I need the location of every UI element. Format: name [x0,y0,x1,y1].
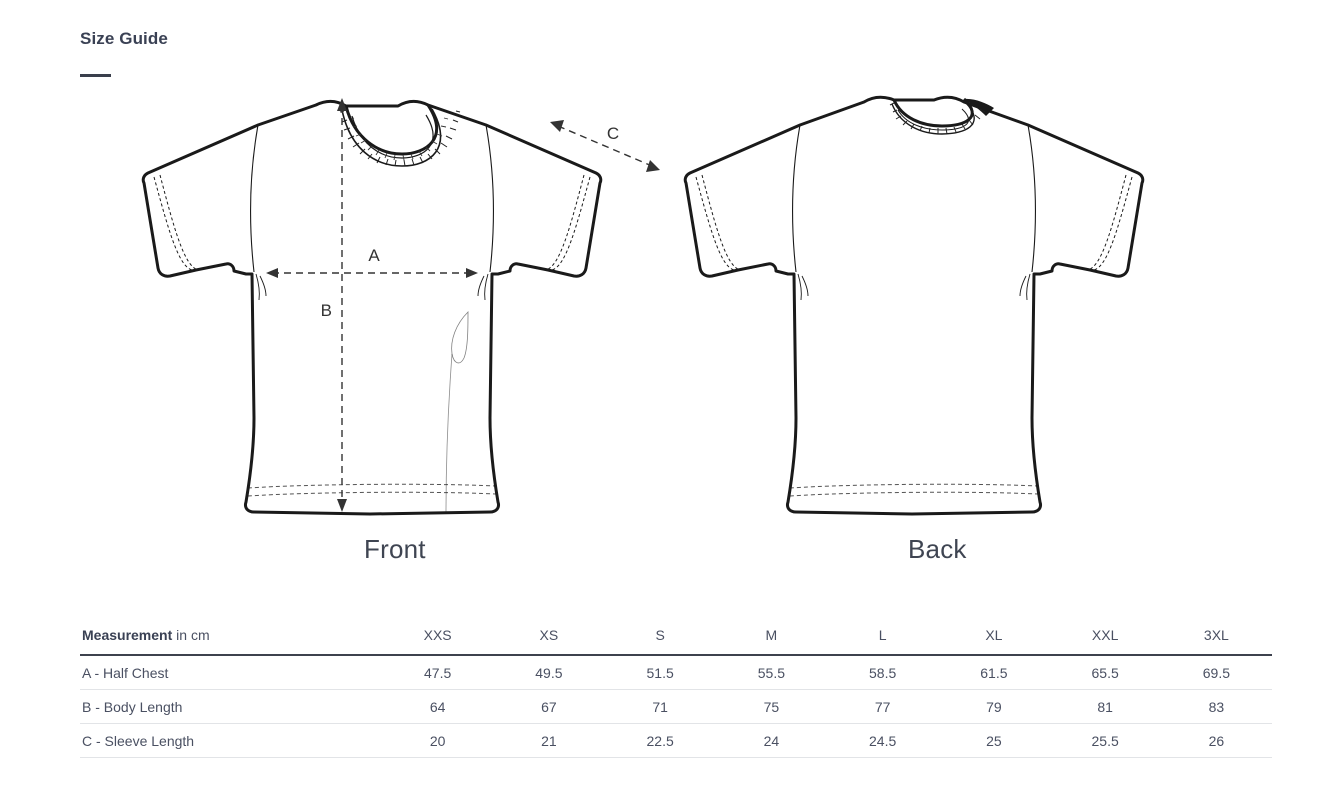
back-right-armhole-seam [1027,124,1037,273]
measurement-value-cell: 25.5 [1049,723,1161,758]
front-left-underarm-whisker [255,273,267,301]
front-left-armhole-seam [249,124,259,273]
measurement-arrow-b [337,98,347,512]
size-column-header-xs: XS [493,620,605,656]
front-hem-stitching [247,483,497,497]
back-left-cuff-stitching [695,174,741,271]
back-right-underarm-whisker [1019,273,1031,301]
measurement-label-c: C [607,124,619,143]
back-collar-rib-texture [889,102,986,135]
measurement-value-cell: 22.5 [604,723,716,758]
front-view-caption: Front [364,534,426,564]
front-side-drape-crease [451,311,469,364]
title-underline-divider [80,74,111,77]
back-hem-stitching [789,483,1039,497]
measurement-value-cell: 51.5 [604,655,716,690]
measurement-value-cell: 25 [938,723,1050,758]
measurement-value-cell: 24 [715,723,827,758]
tshirt-front-illustration: A B C [141,98,660,516]
measurement-value-cell: 58.5 [827,655,939,690]
measurement-label-cell: A - Half Chest [80,655,382,690]
measurement-value-cell: 24.5 [827,723,939,758]
measurement-header-strong: Measurement [82,627,173,643]
back-left-underarm-whisker [797,273,809,301]
front-collar [339,104,461,167]
measurement-value-cell: 83 [1160,689,1272,724]
measurement-arrow-a [266,268,478,278]
measurement-value-cell: 67 [493,689,605,724]
measurement-label-cell: B - Body Length [80,689,382,724]
measurement-value-cell: 79 [938,689,1050,724]
front-left-cuff-stitching [153,174,199,271]
front-body-outline [141,99,603,516]
measurement-header-unit: in cm [172,627,210,643]
back-body-outline [683,95,1145,516]
measurement-value-cell: 20 [382,723,494,758]
size-column-header-3xl: 3XL [1160,620,1272,656]
front-collar-rib-texture [339,110,461,167]
front-right-cuff-stitching [545,174,591,271]
tshirt-illustrations: A B C [0,78,1342,578]
size-column-header-xxs: XXS [382,620,494,656]
measurement-arrow-c [550,120,660,172]
measurement-value-cell: 55.5 [715,655,827,690]
front-right-armhole-seam [485,124,495,273]
back-collar [889,97,994,135]
size-column-header-xl: XL [938,620,1050,656]
page-title: Size Guide [80,29,168,48]
back-right-cuff-stitching [1087,174,1133,271]
measurement-value-cell: 47.5 [382,655,494,690]
size-column-header-xxl: XXL [1049,620,1161,656]
back-view-caption: Back [908,534,967,564]
back-left-armhole-seam [791,124,801,273]
tshirt-back-illustration [683,95,1145,516]
measurement-value-cell: 26 [1160,723,1272,758]
measurement-value-cell: 69.5 [1160,655,1272,690]
measurement-label-b: B [321,301,332,320]
page-header: Size Guide [80,28,168,77]
measurement-value-cell: 65.5 [1049,655,1161,690]
measurement-value-cell: 61.5 [938,655,1050,690]
size-column-header-m: M [715,620,827,656]
measurement-value-cell: 81 [1049,689,1161,724]
measurement-value-cell: 75 [715,689,827,724]
measurement-label-cell: C - Sleeve Length [80,723,382,758]
measurement-label-a: A [368,246,380,265]
measurement-value-cell: 71 [604,689,716,724]
front-side-fold-line [445,353,453,513]
measurement-column-header: Measurement in cm [80,620,382,656]
front-collar-inner-rib [350,117,449,161]
measurement-value-cell: 49.5 [493,655,605,690]
front-right-underarm-whisker [477,273,489,301]
size-column-header-s: S [604,620,716,656]
measurement-value-cell: 77 [827,689,939,724]
size-column-header-l: L [827,620,939,656]
measurement-value-cell: 64 [382,689,494,724]
measurement-value-cell: 21 [493,723,605,758]
